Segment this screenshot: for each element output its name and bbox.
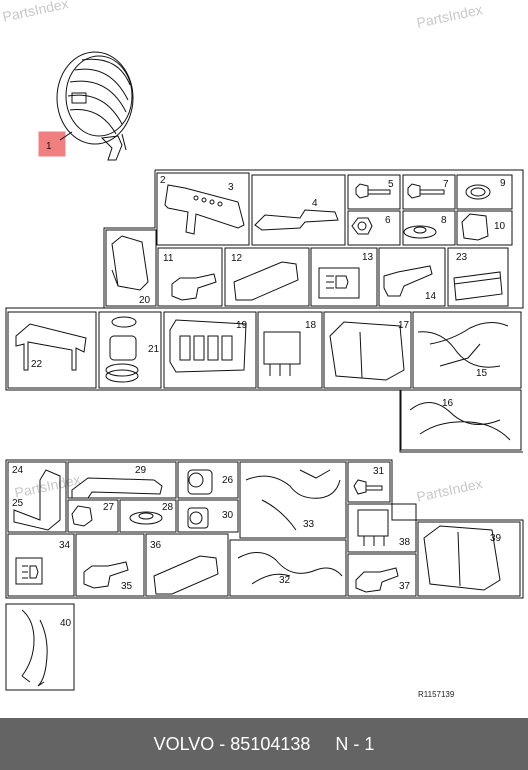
callout-label: 13 (362, 252, 374, 263)
footer-bar: VOLVO - 85104138 N - 1 (0, 718, 528, 770)
callout-label: 11 (163, 253, 174, 264)
callout-label: 31 (373, 466, 385, 477)
callout-1-highlight (38, 131, 66, 157)
parts-diagram: 1 2 3 4 5 6 7 8 9 10 11 12 13 14 15 16 1… (5, 51, 524, 691)
callout-label: 29 (135, 465, 147, 476)
callout-label: 40 (60, 618, 72, 629)
callout-label: 3 (228, 182, 234, 193)
callout-label: 7 (443, 179, 449, 190)
switch-20 (111, 235, 149, 291)
callout-label: 20 (139, 295, 151, 306)
callout-label: 30 (222, 510, 234, 521)
callout-label: 17 (398, 320, 410, 331)
gap (310, 734, 335, 755)
callout-label: 14 (425, 291, 437, 302)
callout-label: 34 (59, 540, 71, 551)
callout-label: 10 (494, 221, 506, 232)
part-number: 85104138 (230, 733, 311, 754)
callout-label: 24 (12, 465, 24, 476)
callout-label: 23 (456, 252, 468, 263)
callout-label: 27 (103, 502, 115, 513)
callout-label: 4 (312, 198, 318, 209)
callout-label: 39 (490, 533, 502, 544)
callout-label: 6 (385, 215, 391, 226)
callout-label: 15 (476, 368, 488, 379)
callout-label: 35 (121, 581, 133, 592)
callout-label: 36 (150, 540, 162, 551)
separator: - (214, 733, 231, 754)
callout-label: 5 (388, 179, 394, 190)
callout-label: 2 (160, 175, 166, 186)
callouts: 1 2 3 4 5 6 7 8 9 10 11 12 13 14 15 16 1… (12, 141, 506, 629)
callout-label: 26 (222, 475, 234, 486)
bracket-3 (164, 184, 245, 235)
callout-label: 12 (231, 253, 243, 264)
bracket-25 (13, 469, 61, 531)
callout-label: 32 (279, 575, 291, 586)
callout-label: 28 (162, 502, 174, 513)
quantity-note: N - 1 (335, 733, 375, 754)
callout-label: 18 (305, 320, 317, 331)
brand-label: VOLVO (153, 733, 215, 754)
reference-code: R1157139 (418, 690, 455, 699)
callout-label: 19 (236, 320, 248, 331)
callout-label: 25 (12, 498, 24, 509)
callout-label: 37 (399, 581, 411, 592)
callout-label: 9 (500, 178, 506, 189)
callout-label: 16 (442, 398, 454, 409)
bracket-4 (254, 209, 339, 231)
callout-label: 22 (31, 359, 43, 370)
callout-label: 1 (46, 141, 52, 152)
bracket-22 (15, 323, 87, 371)
callout-label: 38 (399, 537, 411, 548)
callout-label: 21 (148, 344, 160, 355)
callout-label: 33 (303, 519, 315, 530)
callout-label: 8 (441, 215, 447, 226)
fog-lamp-illustration (56, 51, 134, 161)
